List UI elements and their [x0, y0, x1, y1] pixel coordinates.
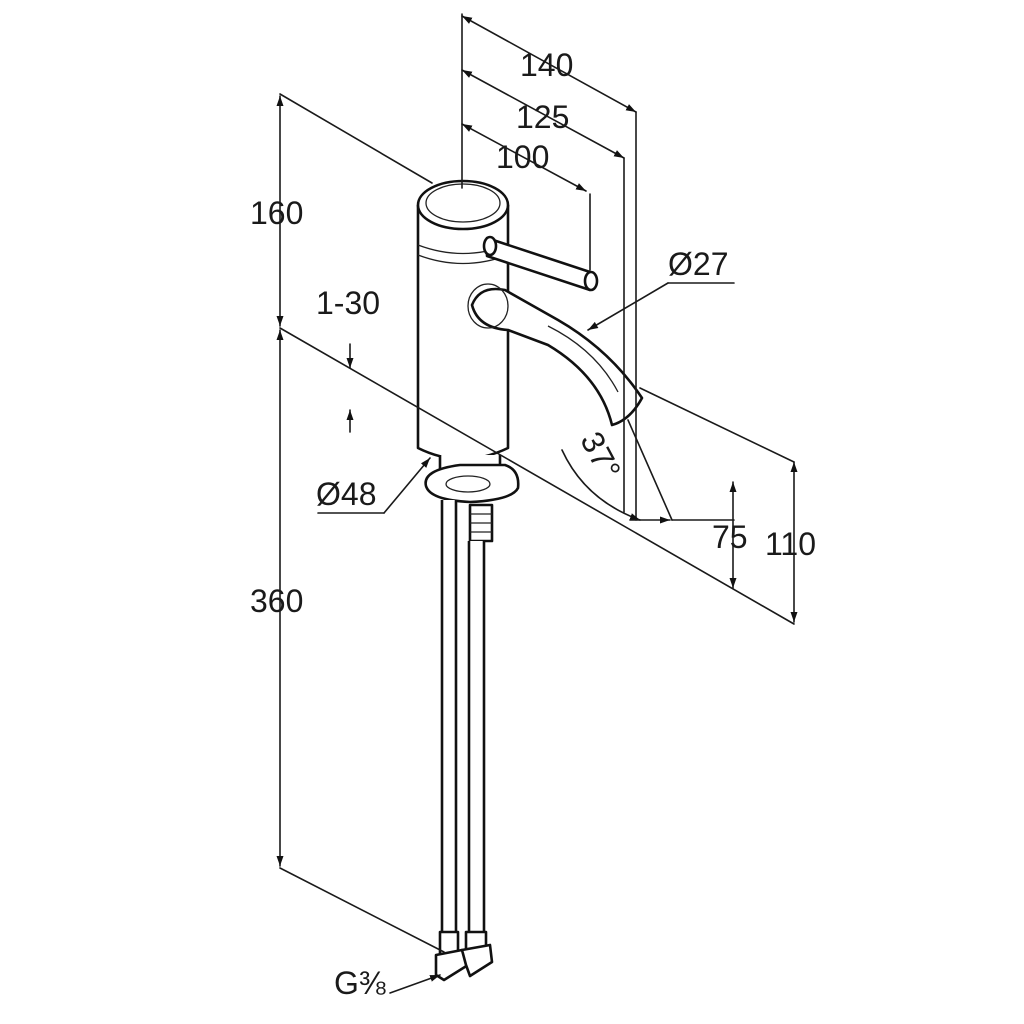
spout: [467, 283, 644, 427]
dimension-160: 160: [250, 195, 303, 231]
dimension-base-diameter: Ø48: [316, 476, 376, 512]
mounting-base: [424, 455, 520, 543]
dimension-75: 75: [712, 519, 748, 555]
dimension-360: 360: [250, 583, 303, 619]
dimension-angle: 37°: [573, 426, 628, 486]
supply-hoses: [434, 500, 494, 982]
dimension-100: 100: [496, 139, 549, 175]
dimension-1-30: 1-30: [316, 285, 380, 321]
dimension-125: 125: [516, 99, 569, 135]
dimension-110: 110: [765, 526, 816, 562]
thread-size: G⅜: [334, 965, 386, 1001]
lever-handle: [482, 235, 599, 292]
dimension-spout-diameter: Ø27: [668, 246, 728, 282]
dimension-140: 140: [520, 47, 573, 83]
dimension-lines: [276, 13, 798, 994]
